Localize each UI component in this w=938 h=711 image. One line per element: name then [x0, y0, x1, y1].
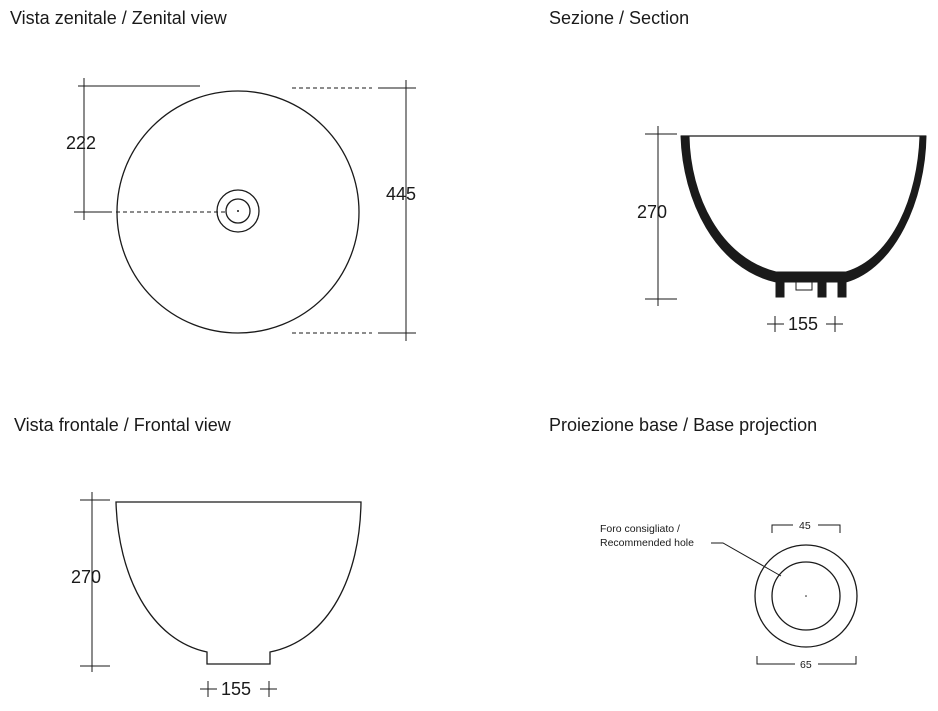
zenital-view: 222 445 — [66, 78, 416, 341]
dim-base-outer-label: 65 — [800, 659, 812, 671]
dimension-section-height — [645, 126, 677, 306]
base-projection-view: Foro consigliato / Recommended hole 45 6… — [600, 520, 858, 671]
drain-section-slot — [795, 281, 813, 291]
section-view-title: Sezione / Section — [549, 8, 690, 28]
dimension-section-base — [767, 316, 843, 332]
zenital-view-title: Vista zenitale / Zenital view — [10, 8, 227, 28]
dimension-base-outer — [756, 656, 857, 665]
dimension-frontal-base — [200, 681, 277, 697]
recommended-hole-circle — [771, 561, 841, 631]
drain-outer-ring — [216, 189, 260, 233]
frontal-view-title: Vista frontale / Frontal view — [14, 415, 231, 435]
dimension-center — [74, 78, 228, 220]
dimension-frontal-height — [80, 492, 110, 672]
hole-label-line-2: Recommended hole — [600, 537, 694, 549]
drain-center-dot — [237, 210, 239, 212]
dim-base-inner-label: 45 — [799, 520, 811, 532]
drain-inner-ring — [225, 198, 251, 224]
dim-frontal-base-label: 155 — [221, 679, 251, 699]
dim-section-base-label: 155 — [788, 314, 818, 334]
hole-label-line-1: Foro consigliato / — [600, 523, 680, 535]
dim-diameter-label: 445 — [386, 184, 416, 204]
dim-section-height-label: 270 — [637, 202, 667, 222]
dim-frontal-height-label: 270 — [71, 567, 101, 587]
base-center-dot — [805, 595, 807, 597]
dim-center-label: 222 — [66, 133, 96, 153]
frontal-view: 270 155 — [71, 492, 362, 699]
dimension-base-inner — [771, 524, 841, 533]
basin-outline-front — [115, 501, 362, 665]
base-projection-title: Proiezione base / Base projection — [549, 415, 818, 435]
base-outer-circle — [754, 544, 858, 648]
section-view: 270 155 — [637, 126, 927, 334]
dimension-diameter — [292, 80, 416, 341]
hole-leader-line — [711, 542, 782, 577]
basin-section-wall — [680, 135, 927, 298]
